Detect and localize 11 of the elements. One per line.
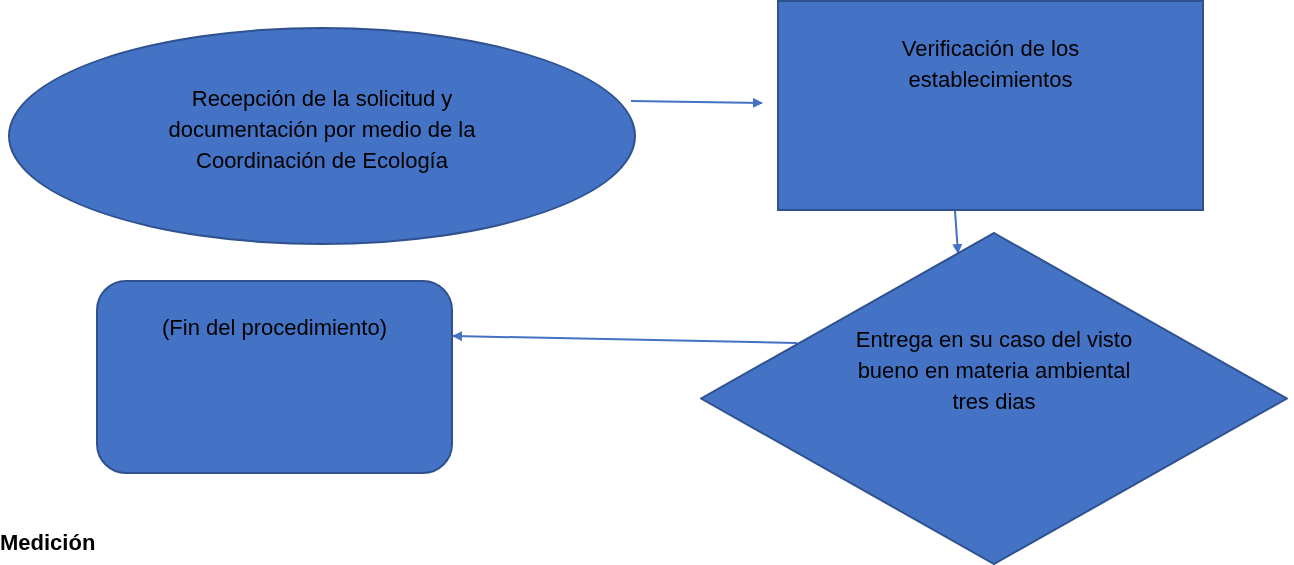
arrow [630,97,763,108]
node-label: (Fin del procedimiento) [161,314,388,342]
node-label: Entrega en su caso del visto bueno en materia ambiental tres dias [854,326,1134,416]
node-label: Recepción de la solicitud y documentación por medio de la Coordinación de Ecología [167,85,477,175]
arrow [952,210,963,254]
decision-diamond [700,232,1288,565]
end-box [96,280,453,474]
arrow [452,331,798,344]
process-box [777,0,1204,211]
node-label: Verificación de los establecimientos [900,35,1081,94]
section-heading: Medición [0,530,96,556]
